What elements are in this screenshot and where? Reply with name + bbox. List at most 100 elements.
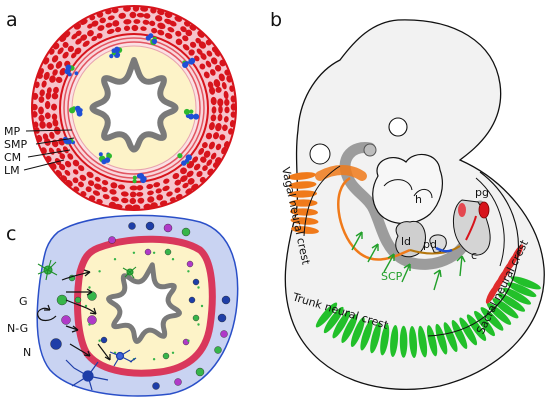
glia-cell-body xyxy=(87,291,97,301)
muscle-cell xyxy=(214,49,220,57)
neuron-cell-body xyxy=(188,296,196,304)
muscle-cell xyxy=(195,37,202,44)
sacral-contribution-blue xyxy=(435,246,453,253)
muscle-cell xyxy=(210,57,218,65)
muscle-cell xyxy=(49,162,57,170)
mucosal-glia-dot xyxy=(171,351,175,354)
neuron-cell xyxy=(109,349,137,367)
muscle-cell xyxy=(72,177,79,184)
mucosal-glia-dot xyxy=(88,286,91,289)
muscle-cell xyxy=(123,19,132,25)
trunk-crest-segment xyxy=(360,319,373,351)
muscle-cell xyxy=(229,85,234,92)
muscle-cell xyxy=(224,98,230,106)
panel-a: a MP SMP CM LM xyxy=(4,5,237,211)
trunk-crest-segment xyxy=(315,302,338,328)
muscle-cell xyxy=(169,20,177,27)
neuron-glia-precursor xyxy=(87,315,97,325)
glia-cells xyxy=(37,259,137,281)
ganglion-cell xyxy=(188,113,195,119)
trunk-crest-segment xyxy=(497,293,526,312)
muscle-cell xyxy=(87,180,95,187)
muscle-cell xyxy=(209,69,216,76)
muscle-cell xyxy=(59,67,66,76)
muscle-cell xyxy=(153,182,161,188)
muscle-cell xyxy=(105,22,113,28)
neuron-glia-precursor xyxy=(144,248,152,256)
trunk-crest-segment xyxy=(510,276,541,290)
glia-cell-body xyxy=(192,314,200,322)
muscle-cell xyxy=(101,179,109,186)
muscle-cell xyxy=(208,141,215,150)
ganglion-cell xyxy=(104,157,111,163)
muscle-cell xyxy=(39,89,45,97)
muscle-cell xyxy=(132,204,141,210)
muscle-cell xyxy=(106,28,115,35)
muscle-cell xyxy=(230,111,236,118)
muscle-cell xyxy=(38,96,45,103)
trunk-crest-segment xyxy=(451,320,468,349)
muscle-cell xyxy=(198,41,207,49)
muscle-cell xyxy=(162,185,170,192)
label-smp: SMP xyxy=(4,138,27,151)
muscle-cell xyxy=(164,32,173,39)
ganglion-cell xyxy=(193,113,200,120)
muscle-cell xyxy=(91,20,99,27)
muscle-cell xyxy=(218,105,223,114)
muscle-cell xyxy=(56,147,62,155)
ganglion-cell xyxy=(189,109,194,114)
muscle-cell xyxy=(91,36,98,42)
muscle-cell xyxy=(159,200,168,206)
muscle-cell xyxy=(230,103,236,111)
muscle-cell xyxy=(55,76,63,84)
muscle-cell xyxy=(186,170,194,178)
muscle-cell xyxy=(53,86,59,94)
muscle-cell xyxy=(151,27,158,34)
mucosal-glia-dot xyxy=(187,270,190,273)
muscle-cell xyxy=(174,187,181,193)
muscle-cell xyxy=(75,38,82,45)
muscle-cell xyxy=(46,87,52,94)
muscle-cell xyxy=(86,171,94,178)
muscle-cell xyxy=(45,155,52,163)
ganglion-cell xyxy=(65,64,72,71)
muscle-cell xyxy=(55,169,63,177)
glia-cell-body xyxy=(74,296,82,304)
muscle-cell xyxy=(163,178,170,184)
muscle-cell xyxy=(82,40,90,47)
panel-letter-c: c xyxy=(6,223,16,245)
muscle-cell xyxy=(199,63,206,70)
muscle-cell xyxy=(88,195,96,202)
muscle-cell xyxy=(60,175,68,182)
muscle-cell xyxy=(132,6,140,12)
muscle-cell xyxy=(164,11,173,18)
neuron-glia-precursor xyxy=(220,330,228,338)
muscle-cell xyxy=(222,124,228,132)
muscle-cell xyxy=(99,17,106,24)
muscle-cell xyxy=(123,6,131,12)
muscle-cell xyxy=(39,121,46,129)
label-h: h xyxy=(415,193,422,206)
muscle-cell xyxy=(129,191,137,198)
vagal-crest-segment xyxy=(288,172,316,180)
muscle-cell xyxy=(52,69,58,76)
neuron-cells xyxy=(65,349,137,391)
vagal-crest-segment xyxy=(290,208,318,216)
mucosal-glia-dot xyxy=(152,251,156,254)
muscle-cell xyxy=(174,15,182,22)
muscle-cell xyxy=(196,170,203,178)
muscle-cell xyxy=(111,196,119,202)
panel-c-arrows xyxy=(37,269,111,361)
muscle-cell xyxy=(89,15,96,21)
muscle-cell xyxy=(52,119,59,127)
mucosal-glia-dot xyxy=(197,286,200,289)
muscle-cell xyxy=(101,186,108,193)
muscle-cell xyxy=(43,71,50,80)
muscle-cell xyxy=(203,150,211,158)
muscle-cell xyxy=(187,178,195,185)
muscle-cell xyxy=(157,9,165,16)
neuron-cell-body xyxy=(221,295,231,305)
muscle-cell xyxy=(230,95,236,103)
muscle-cell xyxy=(175,30,182,37)
muscle-cell xyxy=(79,174,87,181)
